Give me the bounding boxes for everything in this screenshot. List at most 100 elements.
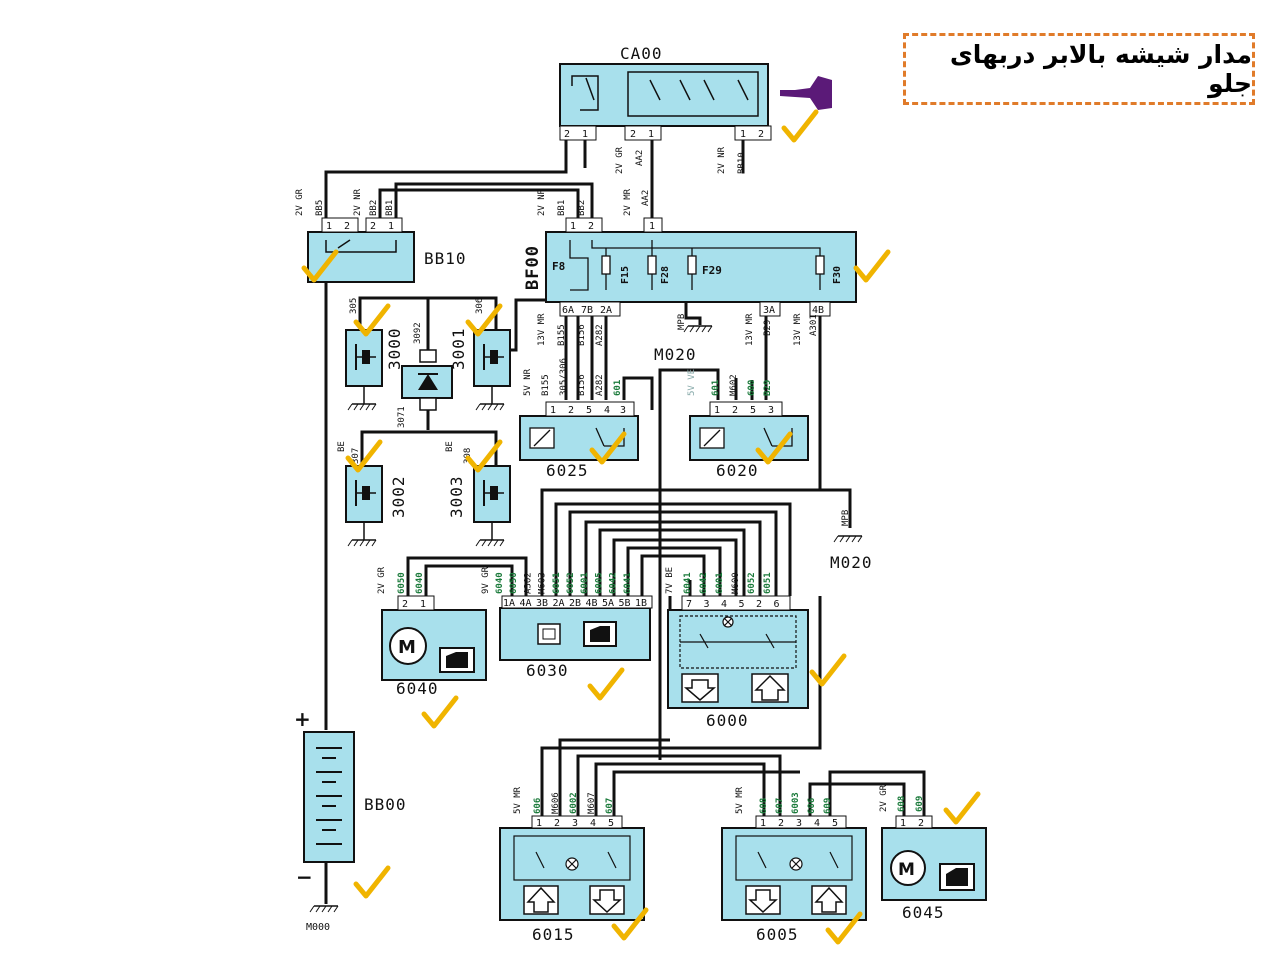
- svg-text:F8: F8: [552, 260, 565, 273]
- checkmark-icon: [784, 112, 816, 140]
- wires: [324, 140, 926, 816]
- svg-text:600: 600: [747, 380, 757, 396]
- label: 6001: [580, 572, 590, 594]
- label: 4: [721, 599, 727, 610]
- label: 1A: [503, 598, 515, 609]
- arrow-up-icon: [751, 673, 789, 703]
- svg-text:601: 601: [613, 380, 623, 396]
- checkmark-icon: [356, 868, 388, 896]
- label: 606: [807, 798, 817, 814]
- window-motor-icon: [583, 621, 617, 647]
- svg-text:1: 1: [570, 221, 576, 232]
- svg-text:1: 1: [550, 405, 556, 416]
- label: M600: [731, 572, 741, 594]
- component-6025: 1 2 5 4 3 6025 5V NR B155 305/306 B156 A…: [519, 358, 639, 480]
- ground-m020-right: MPB M020: [830, 510, 872, 572]
- svg-text:5V VE: 5V VE: [687, 369, 697, 396]
- label: 3: [704, 599, 710, 610]
- component-bb10: BB10 1 2 2 1 2V GR BB5 2V NR BB2 BB1: [295, 188, 466, 283]
- label: M603: [538, 572, 548, 594]
- svg-text:2: 2: [568, 405, 574, 416]
- label: 6050: [509, 572, 519, 594]
- svg-text:6000: 6000: [706, 711, 749, 730]
- svg-text:4: 4: [604, 405, 610, 416]
- label: 2A: [553, 598, 565, 609]
- svg-text:13V MR: 13V MR: [793, 313, 803, 346]
- component-3092-diode: 3092 3071: [397, 322, 453, 428]
- svg-text:1: 1: [714, 405, 720, 416]
- svg-text:608: 608: [897, 796, 907, 812]
- svg-text:BE: BE: [337, 441, 347, 452]
- window-motor-icon: [439, 647, 475, 673]
- svg-text:2A: 2A: [600, 305, 612, 316]
- chip-icon: [537, 623, 561, 645]
- svg-text:3071: 3071: [397, 406, 407, 428]
- svg-text:2V MR: 2V MR: [623, 188, 633, 216]
- svg-text:13V MR: 13V MR: [537, 313, 547, 346]
- checkmark-icon: [946, 794, 978, 822]
- label: A302: [523, 572, 533, 594]
- svg-text:AA2: AA2: [641, 190, 651, 206]
- svg-text:1: 1: [582, 129, 588, 140]
- svg-text:5: 5: [750, 405, 756, 416]
- label: 607: [605, 798, 615, 814]
- pins-ca00: 2 1 2 1 1 2: [559, 125, 772, 141]
- svg-text:BB2: BB2: [577, 200, 587, 216]
- svg-text:6040: 6040: [396, 679, 439, 698]
- svg-text:6015: 6015: [532, 925, 575, 944]
- svg-text:B29: B29: [763, 380, 773, 396]
- label: M607: [587, 792, 597, 814]
- label: 3: [572, 818, 578, 829]
- label: 6051: [763, 572, 773, 594]
- arrow-up-icon: [523, 885, 559, 915]
- window-motor-icon: [939, 863, 975, 891]
- svg-text:2: 2: [918, 818, 924, 829]
- svg-text:6005: 6005: [756, 925, 799, 944]
- label-ca00: CA00: [620, 44, 663, 63]
- arrow-down-icon: [589, 885, 625, 915]
- svg-text:F15: F15: [620, 266, 631, 284]
- svg-text:3000: 3000: [385, 327, 404, 370]
- label: 5B: [619, 598, 631, 609]
- component-3000: 3000 305: [345, 298, 404, 411]
- svg-text:5V MR: 5V MR: [513, 786, 523, 814]
- label: 1: [536, 818, 542, 829]
- component-ca00: CA00 2 1 2 1 1 2 2V GR AA2 2V NR BB10: [559, 44, 772, 174]
- label: 607: [775, 798, 785, 814]
- svg-text:1: 1: [649, 221, 655, 232]
- svg-text:7B: 7B: [581, 305, 593, 316]
- svg-text:2: 2: [732, 405, 738, 416]
- svg-text:2V GR: 2V GR: [295, 188, 305, 216]
- svg-text:BB5: BB5: [315, 200, 325, 216]
- svg-text:A282: A282: [595, 374, 605, 396]
- checkmark-icon: [856, 252, 888, 280]
- svg-text:B155: B155: [557, 324, 567, 346]
- label: M606: [551, 792, 561, 814]
- svg-text:5V MR: 5V MR: [735, 786, 745, 814]
- label: 6052: [747, 572, 757, 594]
- svg-text:3002: 3002: [389, 475, 408, 518]
- svg-text:MPB: MPB: [677, 314, 687, 330]
- checkmark-icon: [424, 698, 456, 726]
- svg-text:2: 2: [758, 129, 764, 140]
- svg-text:6020: 6020: [716, 461, 759, 480]
- label: 5A: [602, 598, 614, 609]
- svg-text:9V GR: 9V GR: [481, 566, 491, 594]
- svg-text:3A: 3A: [763, 305, 775, 316]
- svg-text:1: 1: [900, 818, 906, 829]
- svg-text:F29: F29: [702, 264, 722, 277]
- label: 5: [739, 599, 745, 610]
- label: 3: [796, 818, 802, 829]
- component-bf00: BF00 1 2 1 6A 7B 2A 3A 4B F8 F15: [523, 188, 857, 346]
- svg-text:BB2: BB2: [369, 200, 379, 216]
- svg-text:305: 305: [349, 298, 359, 314]
- label: 6005: [594, 572, 604, 594]
- svg-text:2V NR: 2V NR: [537, 188, 547, 216]
- label: 6042: [699, 572, 709, 594]
- svg-text:6050: 6050: [397, 572, 407, 594]
- label: 6003: [791, 792, 801, 814]
- component-bb00-battery: + − BB00 M000: [294, 707, 406, 933]
- svg-text:13V MR: 13V MR: [745, 313, 755, 346]
- label: 2: [778, 818, 784, 829]
